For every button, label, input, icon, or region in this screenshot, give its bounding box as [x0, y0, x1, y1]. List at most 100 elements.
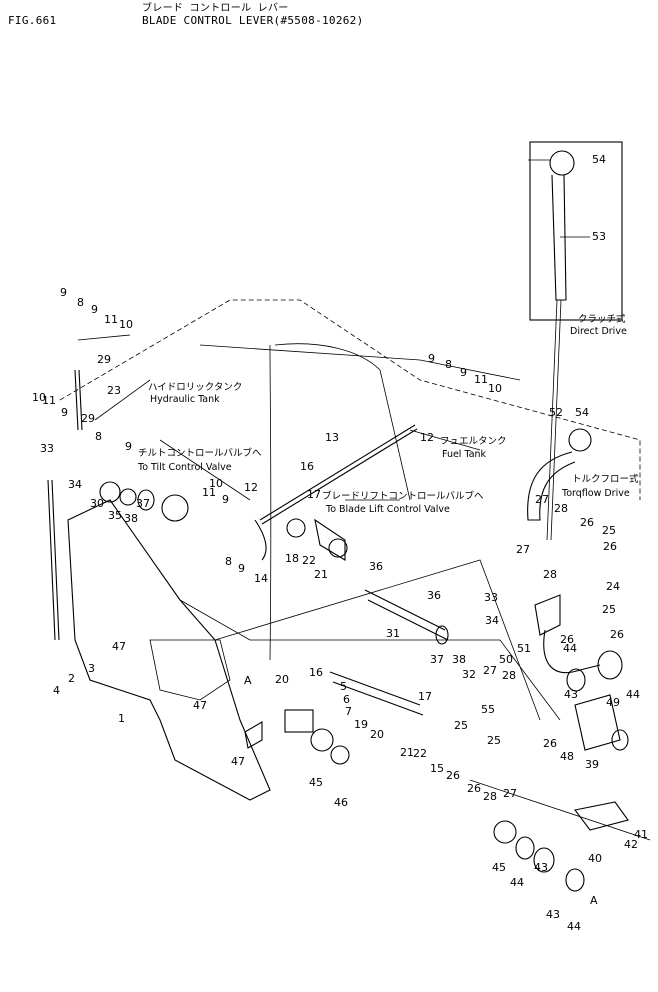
callout-7: 7 — [345, 705, 352, 718]
callout-6: 6 — [343, 693, 350, 706]
callout-24: 24 — [606, 580, 620, 593]
callout-21: 21 — [314, 568, 328, 581]
callout-11: 11 — [104, 313, 118, 326]
callout-11: 11 — [42, 394, 56, 407]
callout-36: 36 — [369, 560, 383, 573]
callout-48: 48 — [560, 750, 574, 763]
direct-drive-en: Direct Drive — [570, 326, 627, 337]
callout-9: 9 — [61, 406, 68, 419]
blade-lift-valve-jp: ブレードリフトコントロールバルブへ — [322, 490, 484, 502]
callout-11: 11 — [474, 373, 488, 386]
torqflow-drive-en: Torqflow Drive — [561, 488, 630, 499]
callout-37: 37 — [430, 653, 444, 666]
callout-33: 33 — [40, 442, 54, 455]
callout-51: 51 — [517, 642, 531, 655]
callout-45: 45 — [492, 861, 506, 874]
title-english: BLADE CONTROL LEVER(#5508-10262) — [142, 14, 364, 27]
callout-38: 38 — [124, 512, 138, 525]
callout-10: 10 — [119, 318, 133, 331]
tilt-valve-en: To Tilt Control Valve — [137, 462, 232, 473]
callout-2: 2 — [68, 672, 75, 685]
callout-47: 47 — [193, 699, 207, 712]
callout-49: 49 — [606, 696, 620, 709]
callout-44: 44 — [626, 688, 640, 701]
callout-19: 19 — [354, 718, 368, 731]
callout-25: 25 — [454, 719, 468, 732]
callout-9: 9 — [60, 286, 67, 299]
callout-9: 9 — [222, 493, 229, 506]
callout-53: 53 — [592, 230, 606, 243]
callout-44: 44 — [567, 920, 581, 933]
callout-37: 37 — [136, 497, 150, 510]
torqflow-drive-jp: トルクフロー式 — [572, 473, 639, 485]
callout-43: 43 — [534, 861, 548, 874]
blade-lift-valve-en: To Blade Lift Control Valve — [325, 504, 450, 515]
callout-17: 17 — [418, 690, 432, 703]
callout-26: 26 — [543, 737, 557, 750]
callout-47: 47 — [112, 640, 126, 653]
callout-54: 54 — [575, 406, 589, 419]
hydraulic-tank-jp: ハイドロリックタンク — [148, 382, 242, 393]
tilt-valve-jp: チルトコントロールバルブへ — [138, 447, 262, 459]
callout-4: 4 — [53, 684, 60, 697]
callout-22: 22 — [302, 554, 316, 567]
callout-A: A — [590, 894, 598, 907]
callout-25: 25 — [487, 734, 501, 747]
callout-55: 55 — [481, 703, 495, 716]
callout-36: 36 — [427, 589, 441, 602]
callout-50: 50 — [499, 653, 513, 666]
callout-40: 40 — [588, 852, 602, 865]
callout-26: 26 — [446, 769, 460, 782]
callout-8: 8 — [95, 430, 102, 443]
callout-34: 34 — [485, 614, 499, 627]
fuel-tank-en: Fuel Tank — [442, 449, 487, 460]
callout-42: 42 — [624, 838, 638, 851]
annotation-labels: ハイドロリックタンク Hydraulic Tank チルトコントロールバルブへ … — [137, 313, 639, 515]
callout-10: 10 — [209, 477, 223, 490]
callout-35: 35 — [108, 509, 122, 522]
callout-9: 9 — [238, 562, 245, 575]
callout-28: 28 — [483, 790, 497, 803]
callout-26: 26 — [603, 540, 617, 553]
title-japanese: ブレード コントロール レバー — [142, 3, 289, 14]
callout-44: 44 — [563, 642, 577, 655]
hydraulic-tank-en: Hydraulic Tank — [150, 394, 220, 405]
callout-9: 9 — [460, 366, 467, 379]
callout-16: 16 — [300, 460, 314, 473]
callout-18: 18 — [285, 552, 299, 565]
callout-23: 23 — [107, 384, 121, 397]
callout-39: 39 — [585, 758, 599, 771]
callout-14: 14 — [254, 572, 268, 585]
callout-8: 8 — [77, 296, 84, 309]
callout-30: 30 — [90, 497, 104, 510]
callout-9: 9 — [125, 440, 132, 453]
callout-22: 22 — [413, 747, 427, 760]
callout-11: 11 — [202, 486, 216, 499]
callout-21: 21 — [400, 746, 414, 759]
callout-12: 12 — [420, 431, 434, 444]
callout-20: 20 — [370, 728, 384, 741]
callout-32: 32 — [462, 668, 476, 681]
callout-28: 28 — [554, 502, 568, 515]
callout-15: 15 — [430, 762, 444, 775]
callout-34: 34 — [68, 478, 82, 491]
callout-1: 1 — [118, 712, 125, 725]
callout-26: 26 — [560, 633, 574, 646]
callout-9: 9 — [91, 303, 98, 316]
figure-number: FIG.661 — [8, 14, 57, 27]
callout-54: 54 — [592, 153, 606, 166]
callout-44: 44 — [510, 876, 524, 889]
callout-10: 10 — [32, 391, 46, 404]
callout-26: 26 — [580, 516, 594, 529]
callout-45: 45 — [309, 776, 323, 789]
callout-26: 26 — [610, 628, 624, 641]
callout-52: 52 — [549, 406, 563, 419]
callout-46: 46 — [334, 796, 348, 809]
callout-29: 29 — [81, 412, 95, 425]
callout-28: 28 — [502, 669, 516, 682]
callout-27: 27 — [516, 543, 530, 556]
callout-28: 28 — [543, 568, 557, 581]
callout-9: 9 — [428, 352, 435, 365]
callout-38: 38 — [452, 653, 466, 666]
